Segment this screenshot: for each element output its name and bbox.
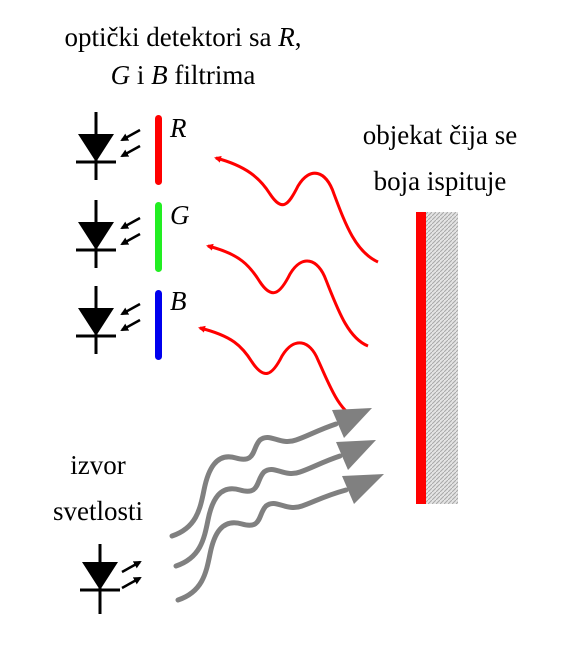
incident-light-wave — [169, 421, 339, 539]
incident-light-arrowhead — [342, 474, 384, 504]
source-label-line1: izvor — [70, 450, 125, 480]
photodiode-icon — [76, 286, 141, 354]
object-label-line2: boja ispituje — [374, 166, 507, 196]
filter-r — [155, 115, 162, 185]
filter-b — [155, 290, 162, 360]
source-label-line2: svetlosti — [53, 496, 143, 526]
photodiode-icon — [76, 112, 141, 180]
filter-g-label: G — [170, 200, 190, 230]
detectors-title-line2: G i B filtrima — [111, 60, 256, 90]
incident-light-arrowhead — [332, 408, 372, 438]
reflected-light-wave — [198, 325, 359, 422]
photodiode-icon — [76, 200, 141, 268]
filter-r-label: R — [169, 113, 187, 143]
object-label-line1: objekat čija se — [363, 120, 517, 150]
detectors-title-line1: optički detektori sa R, — [65, 22, 302, 52]
filter-b-label: B — [170, 286, 187, 316]
filter-g — [155, 202, 162, 272]
incident-light-wave — [175, 487, 349, 603]
object-red-surface — [416, 212, 426, 504]
incident-light-arrowhead — [336, 440, 376, 470]
led-icon — [80, 544, 142, 614]
object-body — [424, 212, 458, 504]
incident-light-wave — [173, 453, 343, 569]
reflected-light-wave — [206, 243, 369, 348]
reflected-light-wave — [214, 155, 379, 264]
